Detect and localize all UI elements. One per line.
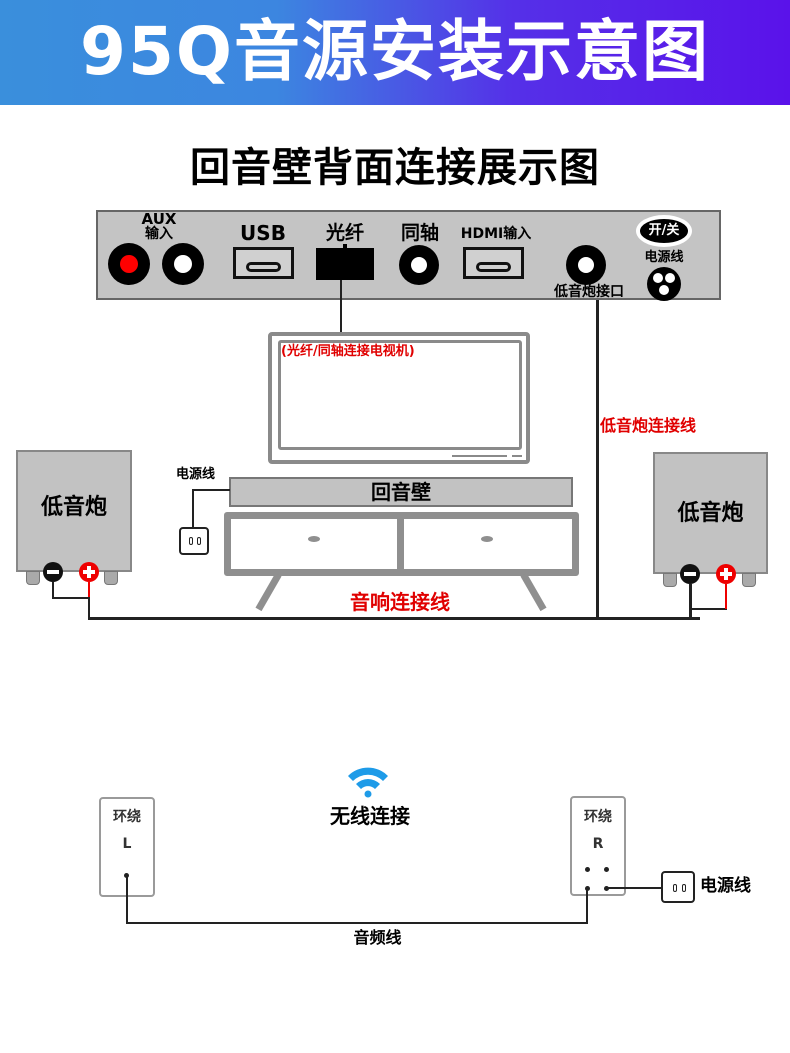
subwoofer-right-label: 低音炮 xyxy=(677,501,744,526)
section-title: 回音壁背面连接展示图 xyxy=(190,145,600,191)
subwoofer-right xyxy=(653,452,768,574)
aux-label: AUX xyxy=(141,210,177,228)
cabinet-knob-left xyxy=(308,536,320,542)
surround-power-cable xyxy=(606,887,662,889)
soundbar-power-outlet xyxy=(179,527,209,555)
audio-cable-label: 音频线 xyxy=(353,928,402,947)
usb-label: USB xyxy=(240,221,286,245)
audio-cable-left xyxy=(126,876,128,924)
power-cord-label: 电源线 xyxy=(644,250,684,265)
subwoofer-left-positive-terminal xyxy=(79,562,99,582)
subwoofer-jack xyxy=(566,245,606,285)
hdmi-port xyxy=(463,247,524,279)
subwoofer-cable-label: 低音炮连接线 xyxy=(600,416,697,435)
coaxial-jack xyxy=(399,245,439,285)
surround-right-jack xyxy=(585,886,590,891)
tv-screen xyxy=(278,340,522,450)
cabinet-divider xyxy=(397,512,404,576)
surround-power-label: 电源线 xyxy=(700,876,751,896)
power-switch: 开/关 xyxy=(640,219,688,243)
surround-power-outlet xyxy=(661,871,695,903)
subwoofer-left-foot xyxy=(104,571,118,585)
cabinet-knob-right xyxy=(481,536,493,542)
left-wire-join xyxy=(52,597,90,599)
wireless-label: 无线连接 xyxy=(330,804,410,828)
subwoofer-right-negative-terminal xyxy=(680,564,700,584)
soundbar xyxy=(229,477,573,507)
subwoofer-left xyxy=(16,450,132,572)
aux-jack-red xyxy=(108,243,150,285)
page-title: 95Q音源安装示意图 xyxy=(80,13,710,90)
left-wire-down xyxy=(88,597,90,619)
speaker-cable xyxy=(88,617,700,620)
tv-connection-note: (光纤/同轴连接电视机) xyxy=(281,344,415,359)
optical-label: 光纤 xyxy=(325,222,364,244)
surround-left-label: 环绕 xyxy=(113,809,141,825)
surround-right-channel: R xyxy=(592,836,604,852)
surround-right-port xyxy=(585,867,590,872)
subwoofer-right-foot xyxy=(742,573,756,587)
title-banner xyxy=(0,0,790,105)
surround-right-label: 环绕 xyxy=(584,809,612,825)
left-pos-wire xyxy=(88,582,90,597)
subwoofer-left-label: 低音炮 xyxy=(40,495,107,520)
cabinet-leg-left xyxy=(255,572,282,612)
optical-port xyxy=(316,248,374,280)
optical-cable xyxy=(340,280,342,334)
subwoofer-left-negative-terminal xyxy=(43,562,63,582)
soundbar-power-cable-v xyxy=(192,489,194,528)
soundbar-power-cable-h xyxy=(192,489,230,491)
surround-left-channel: L xyxy=(122,836,132,852)
subwoofer-port-label: 低音炮接口 xyxy=(554,284,624,300)
tv-frame xyxy=(268,332,530,464)
right-pos-wire xyxy=(725,584,727,609)
aux-sub-label: 输入 xyxy=(145,226,173,242)
tv-indicator-dot xyxy=(512,455,522,457)
speaker-cable-label: 音响连接线 xyxy=(350,590,450,614)
right-neg-wire xyxy=(689,584,692,619)
aux-jack-white xyxy=(162,243,204,285)
wifi-icon xyxy=(348,767,388,798)
hdmi-label: HDMI输入 xyxy=(460,226,532,242)
surround-right-port xyxy=(604,867,609,872)
audio-cable xyxy=(126,922,587,924)
soundbar-power-label: 电源线 xyxy=(176,467,216,482)
subwoofer-right-positive-terminal xyxy=(716,564,736,584)
soundbar-label: 回音壁 xyxy=(371,480,431,504)
audio-cable-right xyxy=(586,889,588,924)
left-neg-wire xyxy=(52,582,54,599)
subwoofer-left-foot xyxy=(26,571,40,585)
subwoofer-right-foot xyxy=(663,573,677,587)
usb-port xyxy=(233,247,294,279)
coaxial-label: 同轴 xyxy=(400,222,439,244)
optical-notch xyxy=(343,244,347,250)
surround-left-jack xyxy=(124,873,129,878)
power-inlet xyxy=(647,267,681,301)
surround-right xyxy=(570,796,626,896)
cabinet-leg-right xyxy=(520,572,547,612)
tv-indicator-bar xyxy=(452,455,507,457)
subwoofer-cable xyxy=(596,300,599,620)
right-wire-join xyxy=(689,608,727,610)
